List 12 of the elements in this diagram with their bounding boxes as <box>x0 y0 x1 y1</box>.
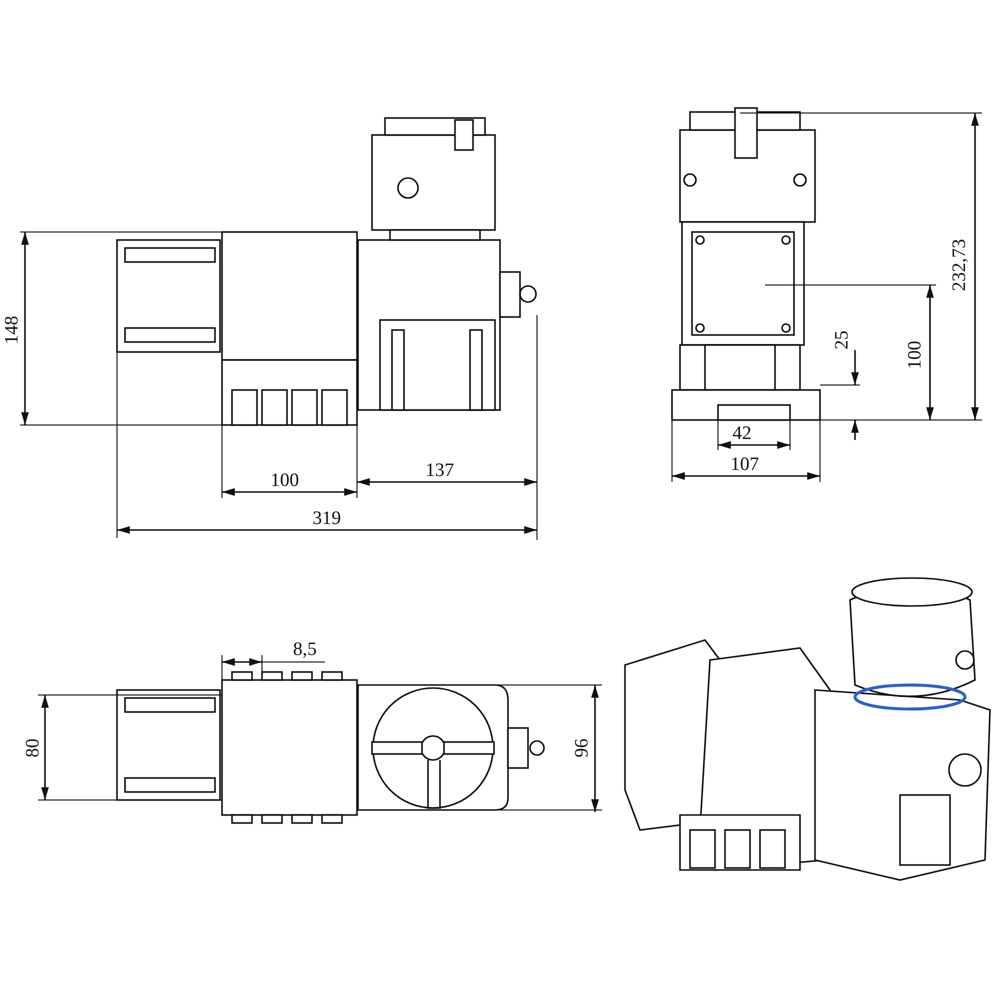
dimension-value: 25 <box>832 330 852 350</box>
dimension-value: 137 <box>426 461 454 481</box>
dimension-value: 100 <box>270 471 299 491</box>
dimension-value: 42 <box>732 424 752 444</box>
dimension-value: 232,73 <box>950 238 970 292</box>
dimension-value: 8,5 <box>293 640 317 660</box>
dimension-value: 80 <box>23 738 43 758</box>
dimension-value: 319 <box>312 509 341 529</box>
dimension-value: 96 <box>572 738 592 758</box>
dimension-value: 100 <box>904 340 925 370</box>
dimension-value: 107 <box>730 455 759 475</box>
dimension-value: 148 <box>2 316 22 344</box>
